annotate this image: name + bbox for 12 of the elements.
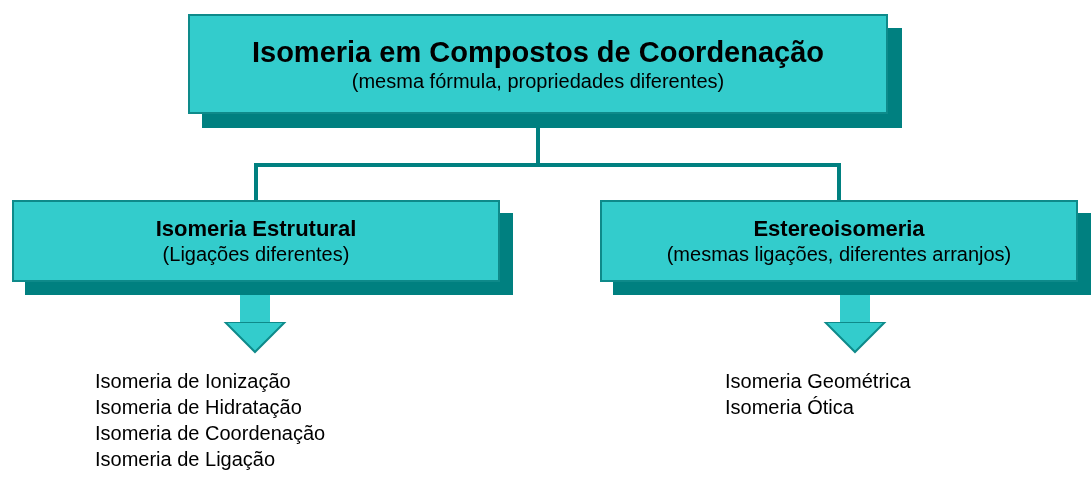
box-subtitle: (mesmas ligações, diferentes arranjos) <box>666 242 1012 267</box>
list-item: Isomeria de Coordenação <box>95 421 327 446</box>
list-item: Isomeria Ótica <box>725 395 855 420</box>
box-heading: Estereoisomeria <box>753 215 925 243</box>
list-item: Isomeria de Hidratação <box>95 395 303 420</box>
list-item: Isomeria Geométrica <box>725 369 912 394</box>
box-heading: Isomeria em Compostos de Coordenação <box>251 34 825 70</box>
list-item: Isomeria de Ionização <box>95 369 292 394</box>
list-item: Isomeria de Ligação <box>95 447 277 472</box>
box-subtitle: (mesma fórmula, propriedades diferentes) <box>351 69 725 94</box>
box-subtitle: (Ligações diferentes) <box>162 242 350 267</box>
box-heading: Isomeria Estrutural <box>155 215 357 243</box>
